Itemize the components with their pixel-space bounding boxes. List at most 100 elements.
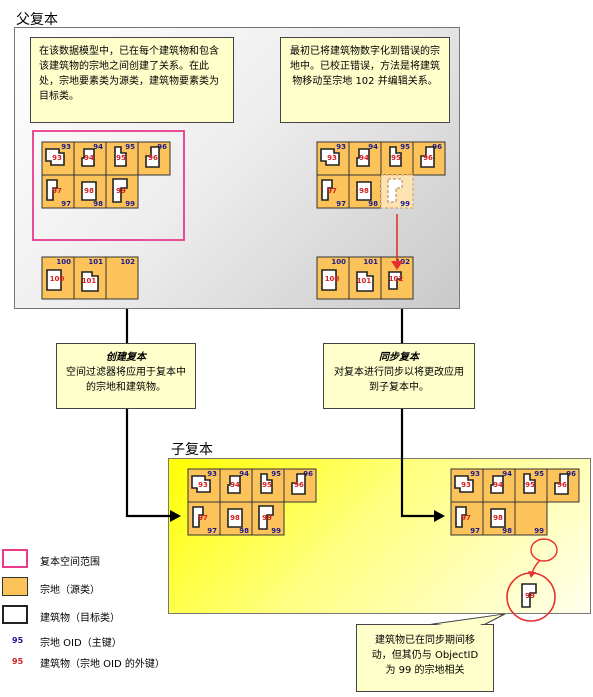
building-97 [46,179,58,201]
sync-replica-title: 同步复本 [379,352,419,363]
create-replica-body: 空间过滤器将应用于复本中的宗地和建筑物。 [66,367,186,393]
parcel-oid-93: 93 [61,143,71,151]
parcel-oid-94: 94 [368,143,378,151]
sync-callout-note: 建筑物已在同步期间移动，但其仍与 ObjectID 为 99 的宗地相关 [356,624,494,692]
building-98 [227,508,243,528]
parcel-99-circle [530,538,558,562]
parcel-oid-93: 93 [207,470,217,478]
parcel-oid-101: 101 [363,258,378,266]
child-replica-title: 子复本 [171,442,213,458]
parcel-oid-99: 99 [125,200,135,208]
building-fk-97: 97 [327,187,337,195]
parcel-oid-102: 102 [120,258,135,266]
parcel-oid-94: 94 [502,470,512,478]
parcel-oid-93: 93 [336,143,346,151]
parcel-oid-96: 96 [303,470,313,478]
building-fk-101: 101 [357,277,372,285]
parcel-oid-99: 99 [271,527,281,535]
parent-left-note: 在该数据模型中，已在每个建筑物和包含该建筑物的宗地之间创建了关系。在此处，宗地要… [30,37,234,123]
move-arrow-head [391,261,403,270]
building-100 [46,269,62,291]
parcel-oid-95: 95 [400,143,410,151]
building-99 [387,178,403,203]
building-95 [523,473,536,494]
parcel-oid-96: 96 [157,143,167,151]
building-fk-99: 99 [262,514,272,522]
building-98 [81,181,97,201]
building-fk-96: 96 [557,481,567,489]
building-94 [227,475,241,494]
parcel-oid-95: 95 [125,143,135,151]
parcel-oid-97: 97 [336,200,346,208]
legend-fk-label: 建筑物（宗地 OID 的外键） [40,659,165,670]
parcel-oid-98: 98 [93,200,103,208]
building-fk-99: 99 [116,187,126,195]
parcel-oid-96: 96 [566,470,576,478]
legend-building-label: 建筑物（目标类） [40,613,120,624]
create-replica-title: 创建复本 [106,352,146,363]
building-fk-97: 97 [52,187,62,195]
parcel-oid-98: 98 [239,527,249,535]
parcel-oid-99: 99 [534,527,544,535]
legend-extent-label: 复本空间范围 [40,557,100,568]
building-99 [258,505,274,530]
building-fk-95: 95 [391,154,401,162]
building-fk-100: 100 [50,275,65,283]
building-97 [321,179,333,201]
building-fk-93: 93 [52,154,62,162]
parcel-oid-95: 95 [271,470,281,478]
building-95 [260,473,273,494]
building-101 [81,271,99,292]
parcel-oid-98: 98 [502,527,512,535]
building-fk-100: 100 [325,275,340,283]
building-fk-98: 98 [84,187,94,195]
building-fk-93: 93 [461,481,471,489]
building-fk-96: 96 [294,481,304,489]
building-94 [356,148,370,167]
legend-parcel-label: 宗地（源类） [40,585,100,596]
sync-flow-head [434,510,445,522]
parcel-oid-98: 98 [368,200,378,208]
building-fk-98: 98 [230,514,240,522]
building-96 [291,473,306,495]
building-fk-93: 93 [198,481,208,489]
building-fk-94: 94 [230,481,240,489]
building-96 [145,146,160,168]
parent-right-note: 最初已将建筑物数字化到错误的宗地中。已校正错误，方法是将建筑物移动至宗地 102… [280,37,450,123]
parcel-102 [105,256,139,300]
building-93 [454,475,474,493]
parcel-oid-97: 97 [207,527,217,535]
parcel-oid-94: 94 [239,470,249,478]
parcel-oid-93: 93 [470,470,480,478]
parcel-oid-94: 94 [93,143,103,151]
sync-replica-note: 同步复本 对复本进行同步以将更改应用到子复本中。 [323,343,475,409]
parcel-oid-96: 96 [432,143,442,151]
building-fk-97: 97 [198,514,208,522]
legend-parcel-swatch [2,577,28,596]
building-fk-95: 95 [262,481,272,489]
building-fk-95: 95 [525,481,535,489]
parcel-oid-97: 97 [61,200,71,208]
building-fk-94: 94 [359,154,369,162]
parcel-oid-100: 100 [331,258,346,266]
building-fk-97: 97 [461,514,471,522]
building-96 [554,473,569,495]
building-100 [321,269,337,291]
replica-extent-box [32,130,185,241]
relation-link-head [528,571,536,578]
building-93 [45,148,65,166]
building-fk-93: 93 [327,154,337,162]
legend-extent-swatch [2,549,28,568]
create-flow-bottom [125,409,172,518]
building-96 [420,146,435,168]
building-94 [490,475,504,494]
parcel-oid-101: 101 [88,258,103,266]
parent-replica-title: 父复本 [16,12,58,28]
building-99 [112,178,128,203]
building-fk-101: 101 [82,277,97,285]
legend-oid-label: 宗地 OID（主键） [40,638,122,649]
legend-building-swatch [2,605,28,624]
building-fk-96: 96 [148,154,158,162]
building-97 [455,506,467,528]
